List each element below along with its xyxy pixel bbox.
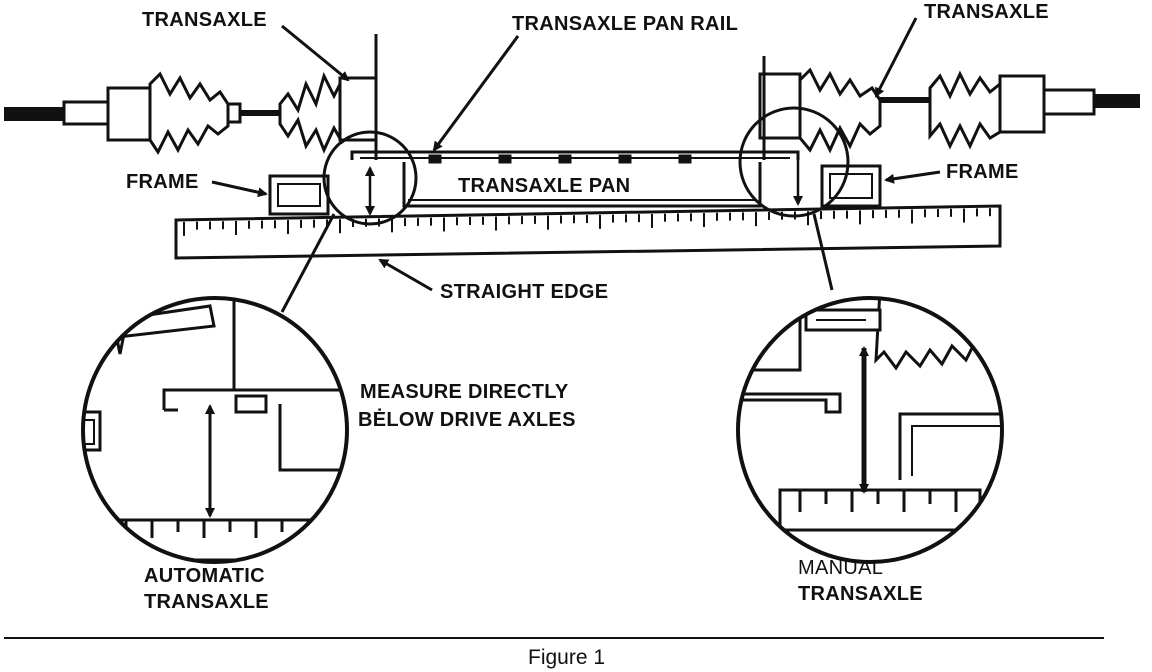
straight-edge-ruler (174, 204, 1002, 260)
label-transaxle-pan: TRANSAXLE PAN (458, 175, 631, 197)
left-drive-axle (4, 71, 378, 155)
label-measure-line1: MEASURE DIRECTLY (360, 381, 569, 403)
label-automatic-line2: TRANSAXLE (144, 591, 269, 613)
manual-detail-view (736, 296, 1004, 564)
label-measure-line2: BĖLOW DRIVE AXLES (358, 409, 576, 431)
label-frame-left: FRAME (126, 171, 199, 193)
label-transaxle-left: TRANSAXLE (142, 9, 267, 31)
figure-caption: Figure 1 (528, 646, 606, 669)
label-frame-right: FRAME (946, 161, 1019, 183)
label-manual-line1: MANUAL (798, 557, 884, 579)
right-drive-axle (758, 67, 1140, 154)
label-manual-line2: TRANSAXLE (798, 583, 923, 605)
transaxle-pan-assembly (350, 34, 800, 208)
left-detail-marker (322, 130, 418, 226)
label-straight-edge: STRAIGHT EDGE (440, 281, 609, 303)
left-frame (268, 174, 330, 216)
label-transaxle-pan-rail: TRANSAXLE PAN RAIL (512, 13, 739, 35)
label-transaxle-right: TRANSAXLE (924, 1, 1049, 23)
label-automatic-line1: AUTOMATIC (144, 565, 265, 587)
automatic-detail-view (81, 296, 349, 564)
right-detail-marker (738, 106, 850, 218)
